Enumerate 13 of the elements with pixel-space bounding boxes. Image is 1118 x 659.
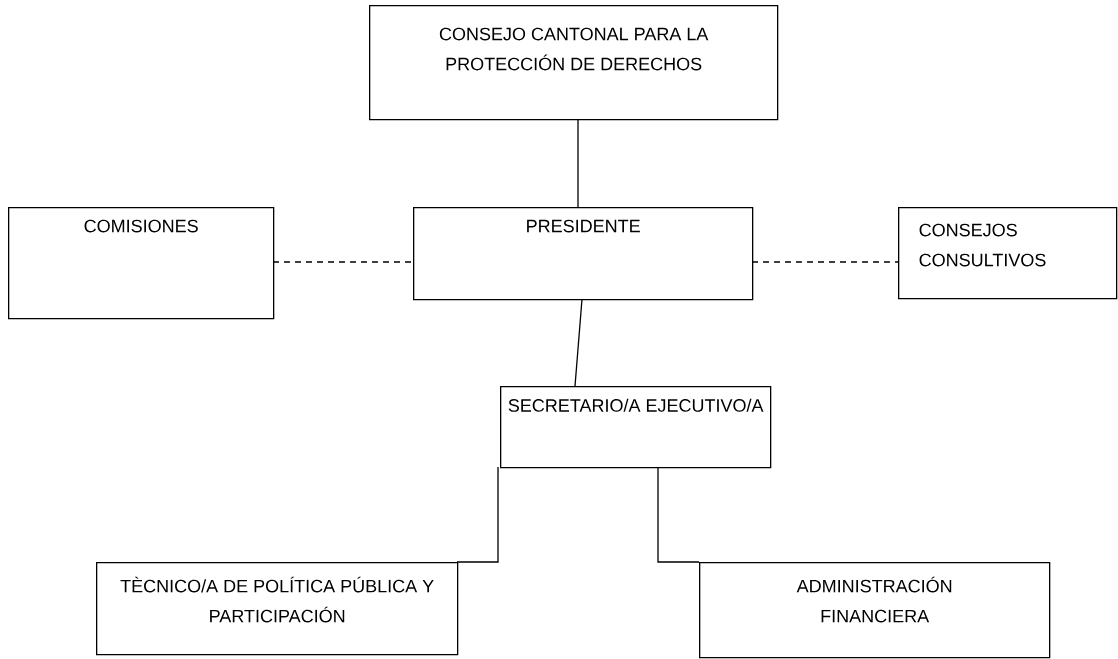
connector-line xyxy=(574,298,583,387)
connector-line xyxy=(456,466,499,563)
dashed-connector xyxy=(272,261,414,263)
org-box: CONSEJO CANTONAL PARA LA PROTECCIÓN DE DERECHOS xyxy=(369,5,779,121)
org-box: COMISIONES xyxy=(8,207,275,320)
org-box: TÈCNICO/A DE POLÍTICA PÚBLICA Y PARTICIPACIÓN xyxy=(96,562,459,656)
org-box: CONSEJOS CONSULTIVOS xyxy=(898,207,1118,300)
connector-line xyxy=(577,118,579,208)
org-box: SECRETARIO/A EJECUTIVO/A xyxy=(500,386,772,469)
dashed-connector xyxy=(751,261,899,263)
connector-line xyxy=(657,466,700,563)
org-box: ADMINISTRACIÓN FINANCIERA xyxy=(699,562,1051,659)
org-box: PRESIDENTE xyxy=(413,207,754,301)
